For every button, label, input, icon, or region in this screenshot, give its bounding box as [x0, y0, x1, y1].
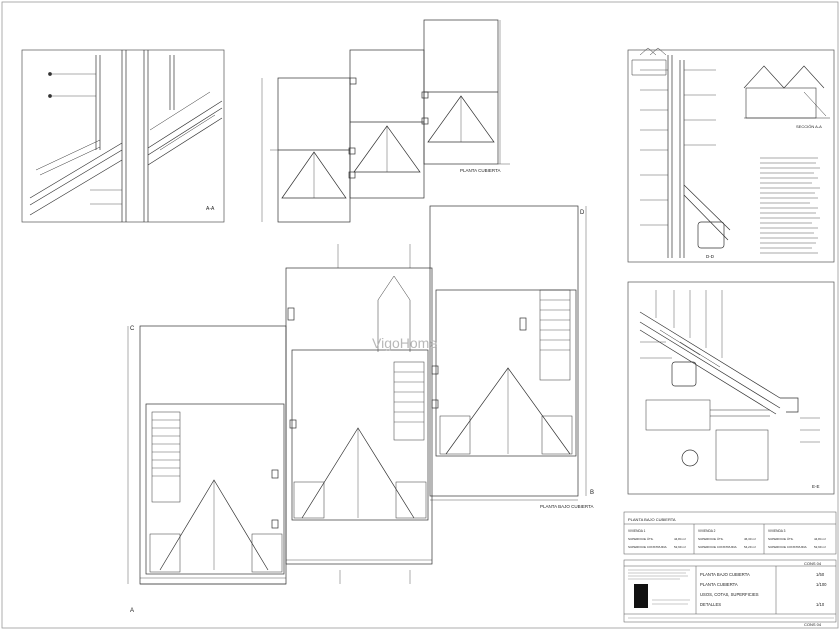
- seccion-label: SECCIÓN A-A: [796, 124, 822, 129]
- roof-plan-label: PLANTA CUBIERTA: [460, 168, 501, 173]
- roof-plan: [261, 19, 510, 223]
- table-heading: PLANTA BAJO CUBIERTA: [628, 517, 676, 522]
- watermark: VigoHome: [372, 335, 437, 351]
- floor-plan-label: PLANTA BAJO CUBIERTA: [540, 504, 594, 509]
- table-value: 52,99 m²: [674, 545, 686, 549]
- detail-ee-label: E-E: [812, 484, 820, 489]
- table-key: SUPERFICIE CONSTRUIDA: [768, 545, 807, 549]
- sheet-ref-bottom: CONS 04: [804, 622, 822, 627]
- table-key: SUPERFICIE ÚTIL: [698, 536, 724, 541]
- table-col-title: VIVIENDA 1: [628, 529, 646, 533]
- sheet-ref-top: CONS 04: [804, 561, 822, 566]
- title-line: PLANTA BAJO CUBIERTA: [700, 572, 750, 577]
- detail-ee: [627, 281, 835, 495]
- table-col-title: VIVIENDA 2: [698, 529, 716, 533]
- title-line: USOS, COTAS, SUPERFICIES: [700, 592, 759, 597]
- table-key: SUPERFICIE ÚTIL: [768, 536, 794, 541]
- table-value: 52,99 m²: [814, 545, 826, 549]
- table-key: SUPERFICIE CONSTRUIDA: [698, 545, 737, 549]
- scale-value: 1/50: [816, 572, 825, 577]
- table-col-title: VIVIENDA 3: [768, 529, 786, 533]
- floor-plan: [127, 205, 587, 585]
- section-marker-b: B: [590, 490, 594, 496]
- title-line: DETALLES: [700, 602, 721, 607]
- architect-logo: [634, 584, 648, 608]
- title-block-notes: [628, 569, 834, 619]
- table-value: 46,30 m²: [744, 537, 756, 541]
- table-value: 44,84 m²: [674, 537, 686, 541]
- table-key: SUPERFICIE CONSTRUIDA: [628, 545, 667, 549]
- section-marker-d: D: [580, 210, 585, 216]
- table-value: 44,84 m²: [814, 537, 826, 541]
- section-marker-c: C: [130, 326, 135, 332]
- detail-dd: [627, 47, 835, 263]
- scale-value: 1/10: [816, 602, 825, 607]
- title-block: [623, 559, 837, 623]
- table-key: SUPERFICIE ÚTIL: [628, 536, 654, 541]
- table-value: 54,29 m²: [744, 545, 756, 549]
- detail-dd-label: D-D: [706, 254, 715, 259]
- detail-aa-label: A-A: [206, 206, 215, 212]
- section-marker-a: A: [130, 608, 134, 614]
- scale-value: 1/100: [816, 582, 827, 587]
- detail-aa: [21, 49, 225, 223]
- title-line: PLANTA CUBIERTA: [700, 582, 738, 587]
- surface-table: [623, 511, 837, 555]
